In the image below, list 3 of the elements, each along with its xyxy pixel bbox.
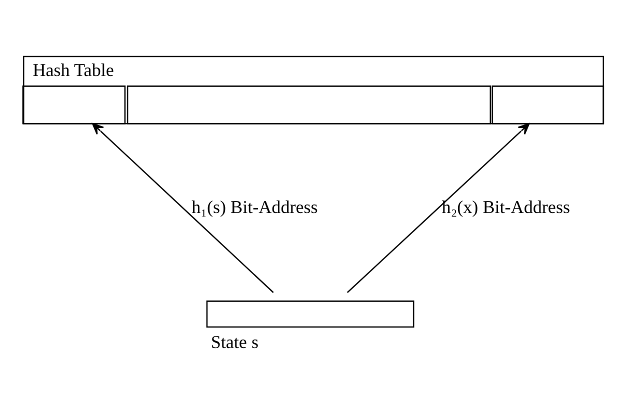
node-label: State s (210, 332, 259, 352)
edge-label: h₁(s) Bit-Address (192, 197, 318, 218)
edge-label: h₂(x) Bit-Address (442, 197, 570, 218)
